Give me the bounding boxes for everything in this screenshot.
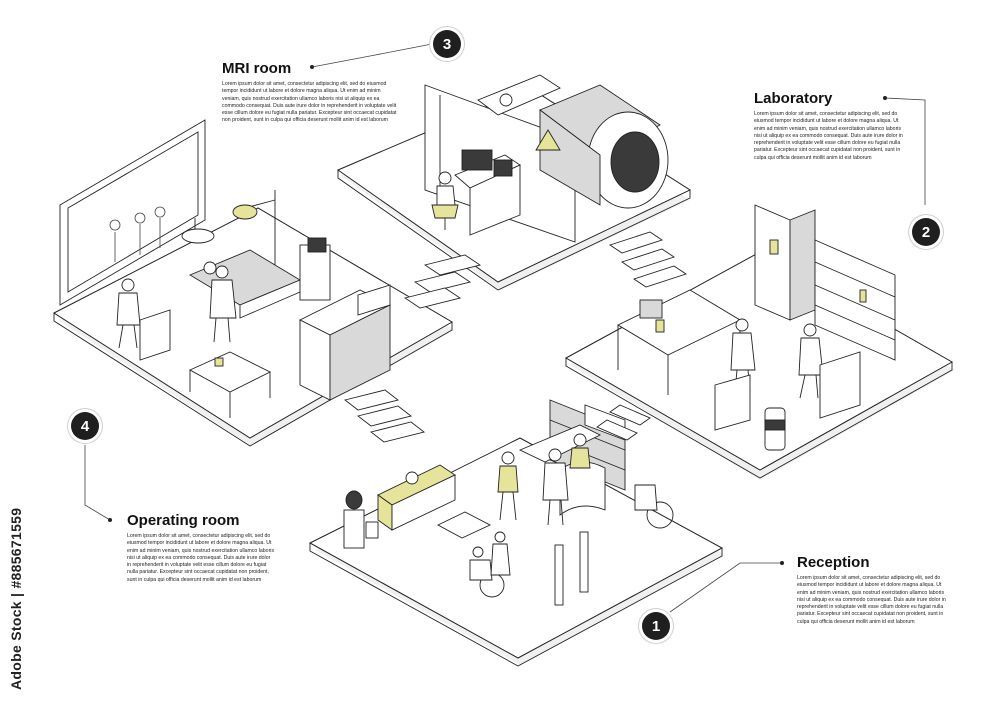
nurse: [494, 531, 506, 543]
mri-control-console: [454, 149, 521, 236]
mri-operator: [431, 171, 459, 230]
laboratory-label: Laboratory Lorem ipsum dolor sit amet, c…: [754, 90, 904, 162]
security-gate-left: [554, 544, 564, 606]
gas-canister: [764, 407, 786, 451]
lab-scientist-left: [730, 318, 756, 393]
operating-room-number-badge: 4: [71, 412, 99, 440]
water-cooler: [343, 490, 365, 549]
seated-person: [405, 471, 419, 485]
reception-label: Reception Lorem ipsum dolor sit amet, co…: [797, 554, 952, 626]
lab-cart: [819, 351, 861, 419]
callout-lines: [84, 43, 926, 613]
vital-monitor: [299, 237, 331, 301]
mri-scanner: [477, 74, 669, 209]
stairs-mri-lab: [608, 231, 688, 288]
radiation-warning-icon: [535, 129, 561, 151]
lab-cart-small: [714, 374, 751, 431]
mri-room-title: MRI room: [222, 60, 292, 77]
observation-window: [59, 119, 206, 306]
operating-room: [52, 119, 455, 447]
operating-desk: [188, 351, 272, 418]
lab-scientist-right: [798, 323, 824, 399]
wheelchair-patient: [469, 531, 511, 598]
doctor-with-cart: [116, 278, 171, 361]
reception-description: Lorem ipsum dolor sit amet, consectetur …: [797, 575, 946, 625]
operating-room-label: Operating room Lorem ipsum dolor sit ame…: [127, 512, 275, 584]
laboratory-description: Lorem ipsum dolor sit amet, consectetur …: [754, 111, 903, 161]
reception-title: Reception: [797, 554, 870, 571]
reception-room: [308, 399, 725, 667]
lab-shelves: [754, 204, 896, 361]
operating-room-title: Operating room: [127, 512, 240, 529]
trash-bin: [365, 521, 379, 539]
reception-doctor: [542, 448, 569, 526]
reception-number-badge: 1: [642, 612, 670, 640]
patient-head: [203, 261, 217, 275]
stairs-operating-reception: [343, 389, 426, 443]
laboratory-room: [564, 204, 955, 480]
laboratory-number-badge: 2: [912, 218, 940, 246]
empty-wheelchair: [634, 484, 674, 529]
mri-room-description: Lorem ipsum dolor sit amet, consectetur …: [222, 81, 397, 124]
stairs-lab-reception: [596, 404, 651, 441]
mri-bed: [477, 74, 561, 116]
microscope-icon: [639, 299, 663, 319]
console-monitor-icon: [461, 149, 493, 171]
waiting-sofa: [377, 464, 456, 531]
surgeon: [209, 265, 237, 343]
mri-patient: [499, 93, 513, 107]
operator-chair: [431, 204, 459, 219]
stairs-mri-operating: [403, 254, 482, 309]
security-gate-right: [579, 531, 589, 593]
mri-room-label: MRI room Lorem ipsum dolor sit amet, con…: [222, 60, 397, 125]
laboratory-title: Laboratory: [754, 90, 833, 107]
receptionist: [569, 433, 591, 469]
medicine-cabinet: [298, 284, 392, 401]
coffee-table: [437, 511, 492, 539]
visitor: [497, 451, 519, 521]
mri-room: [336, 74, 692, 291]
stock-credit: Adobe Stock | #885671559: [8, 507, 24, 690]
mri-room-number-badge: 3: [433, 30, 461, 58]
operating-room-description: Lorem ipsum dolor sit amet, consectetur …: [127, 533, 275, 583]
